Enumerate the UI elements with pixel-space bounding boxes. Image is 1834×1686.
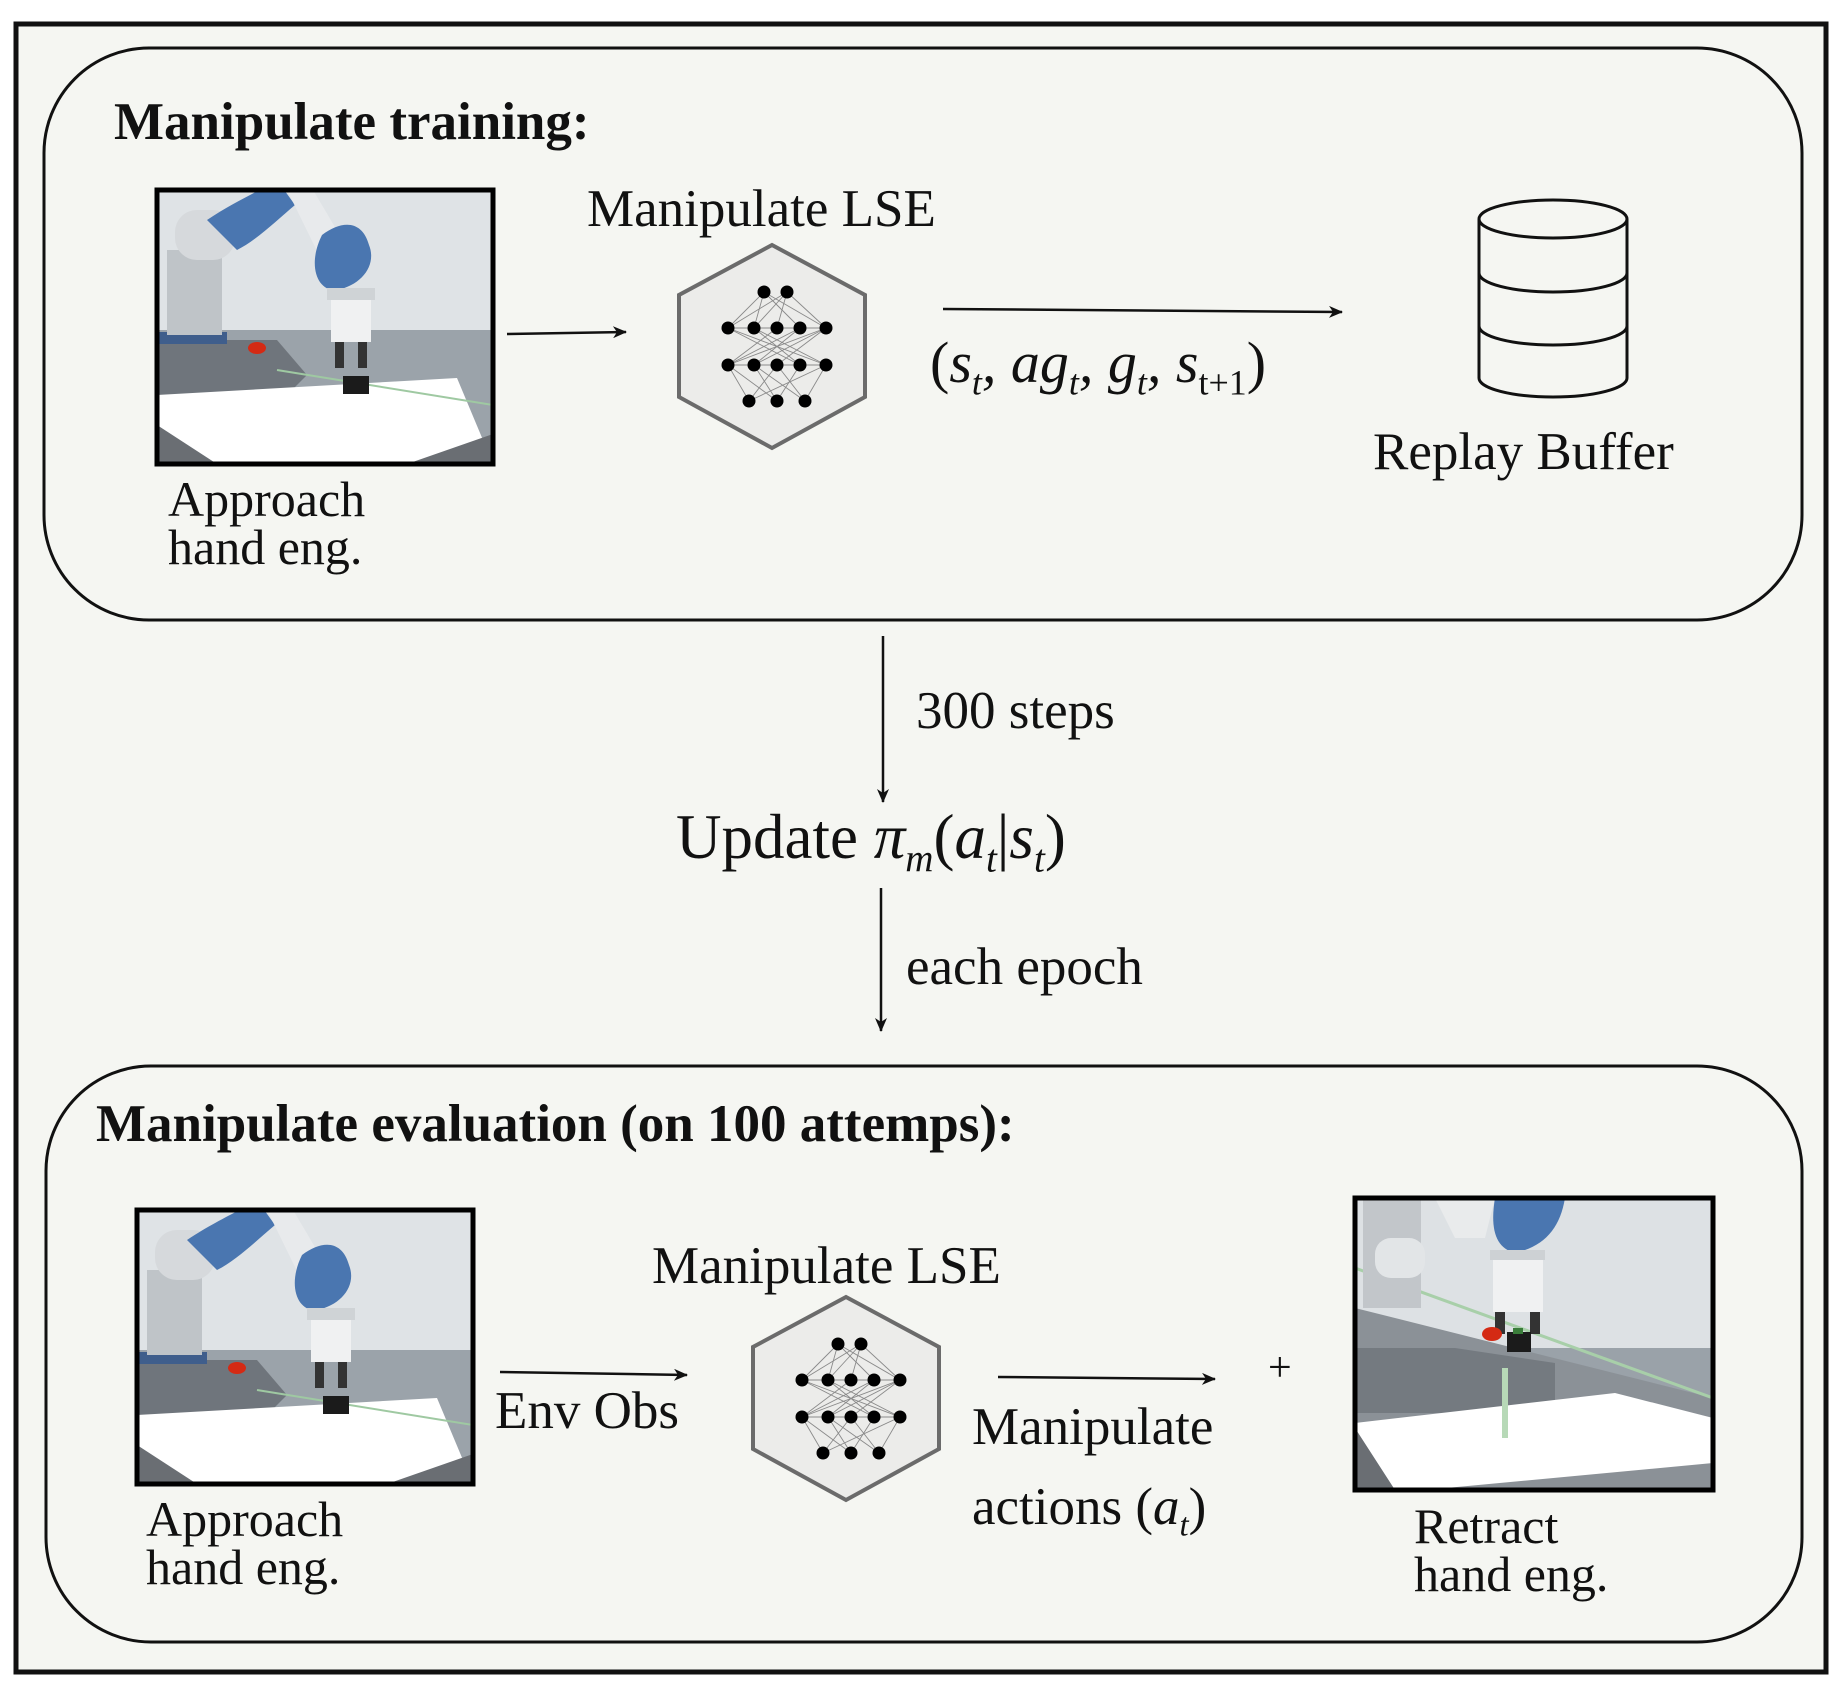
eval-left-caption: Approach hand eng. xyxy=(146,1491,344,1595)
policy-paren: ( xyxy=(933,802,955,872)
policy-symbol: π xyxy=(873,802,906,872)
tuple-state-sub: t xyxy=(971,362,982,403)
transition-tuple: (st, agt, gt, st+1) xyxy=(930,334,1266,402)
eval-right-caption: Retract hand eng. xyxy=(1414,1498,1609,1602)
actions-line: actions (at) xyxy=(972,1468,1213,1551)
caption-line: hand eng. xyxy=(168,518,363,575)
caption-line: Approach xyxy=(146,1491,344,1547)
actions-symbol: a xyxy=(1153,1477,1180,1536)
tuple-state: s xyxy=(949,330,972,395)
tuple-paren: ) xyxy=(1246,330,1267,395)
tuple-sep: , xyxy=(1078,330,1108,395)
policy-sub: m xyxy=(905,837,934,881)
replay-buffer-label: Replay Buffer xyxy=(1373,423,1674,481)
frame-to-network-arrow xyxy=(506,326,627,339)
training-heading: Manipulate training: xyxy=(114,93,590,151)
caption-line: Retract xyxy=(1414,1498,1559,1554)
tuple-achieved-goal: ag xyxy=(1010,330,1069,395)
tuple-sep: , xyxy=(981,330,1011,395)
tuple-next-state-sub: t+1 xyxy=(1198,362,1247,403)
tuple-sep: , xyxy=(1146,330,1176,395)
policy-state-sub: t xyxy=(1033,837,1045,881)
steps-label: 300 steps xyxy=(916,682,1115,740)
tuple-achieved-goal-sub: t xyxy=(1068,362,1079,403)
obs-arrow xyxy=(499,1368,688,1381)
policy-update: Update πm(at|st) xyxy=(676,806,1066,879)
caption-line: hand eng. xyxy=(1414,1545,1609,1602)
actions-sub: t xyxy=(1179,1507,1189,1543)
network-to-buffer-arrow xyxy=(942,305,1343,318)
policy-bar: | xyxy=(996,802,1010,872)
training-frame-caption: Approach hand eng. xyxy=(168,471,366,575)
database-icon xyxy=(1477,198,1629,399)
tuple-goal: g xyxy=(1107,330,1137,395)
policy-action-sub: t xyxy=(985,837,997,881)
env-obs-label: Env Obs xyxy=(495,1382,680,1440)
tuple-paren: ( xyxy=(930,330,950,395)
evaluation-heading: Manipulate evaluation (on 100 attemps): xyxy=(96,1095,1015,1153)
policy-state: s xyxy=(1009,802,1034,872)
tuple-next-state: s xyxy=(1175,330,1199,395)
plus-sign: + xyxy=(1268,1345,1292,1391)
training-network-label: Manipulate LSE xyxy=(587,180,936,238)
caption-line: hand eng. xyxy=(146,1538,341,1595)
actions-label: Manipulate actions (at) xyxy=(972,1388,1213,1550)
update-word: Update xyxy=(676,802,858,872)
actions-prefix: actions ( xyxy=(972,1477,1154,1536)
tuple-goal-sub: t xyxy=(1136,362,1147,403)
eval-network-label: Manipulate LSE xyxy=(652,1237,1001,1295)
caption-line: Approach xyxy=(168,471,366,527)
policy-action: a xyxy=(954,802,986,872)
policy-paren: ) xyxy=(1044,802,1066,872)
actions-arrow xyxy=(997,1372,1216,1385)
actions-line: Manipulate xyxy=(972,1398,1214,1456)
epoch-label: each epoch xyxy=(906,938,1143,996)
actions-suffix: ) xyxy=(1188,1477,1207,1536)
